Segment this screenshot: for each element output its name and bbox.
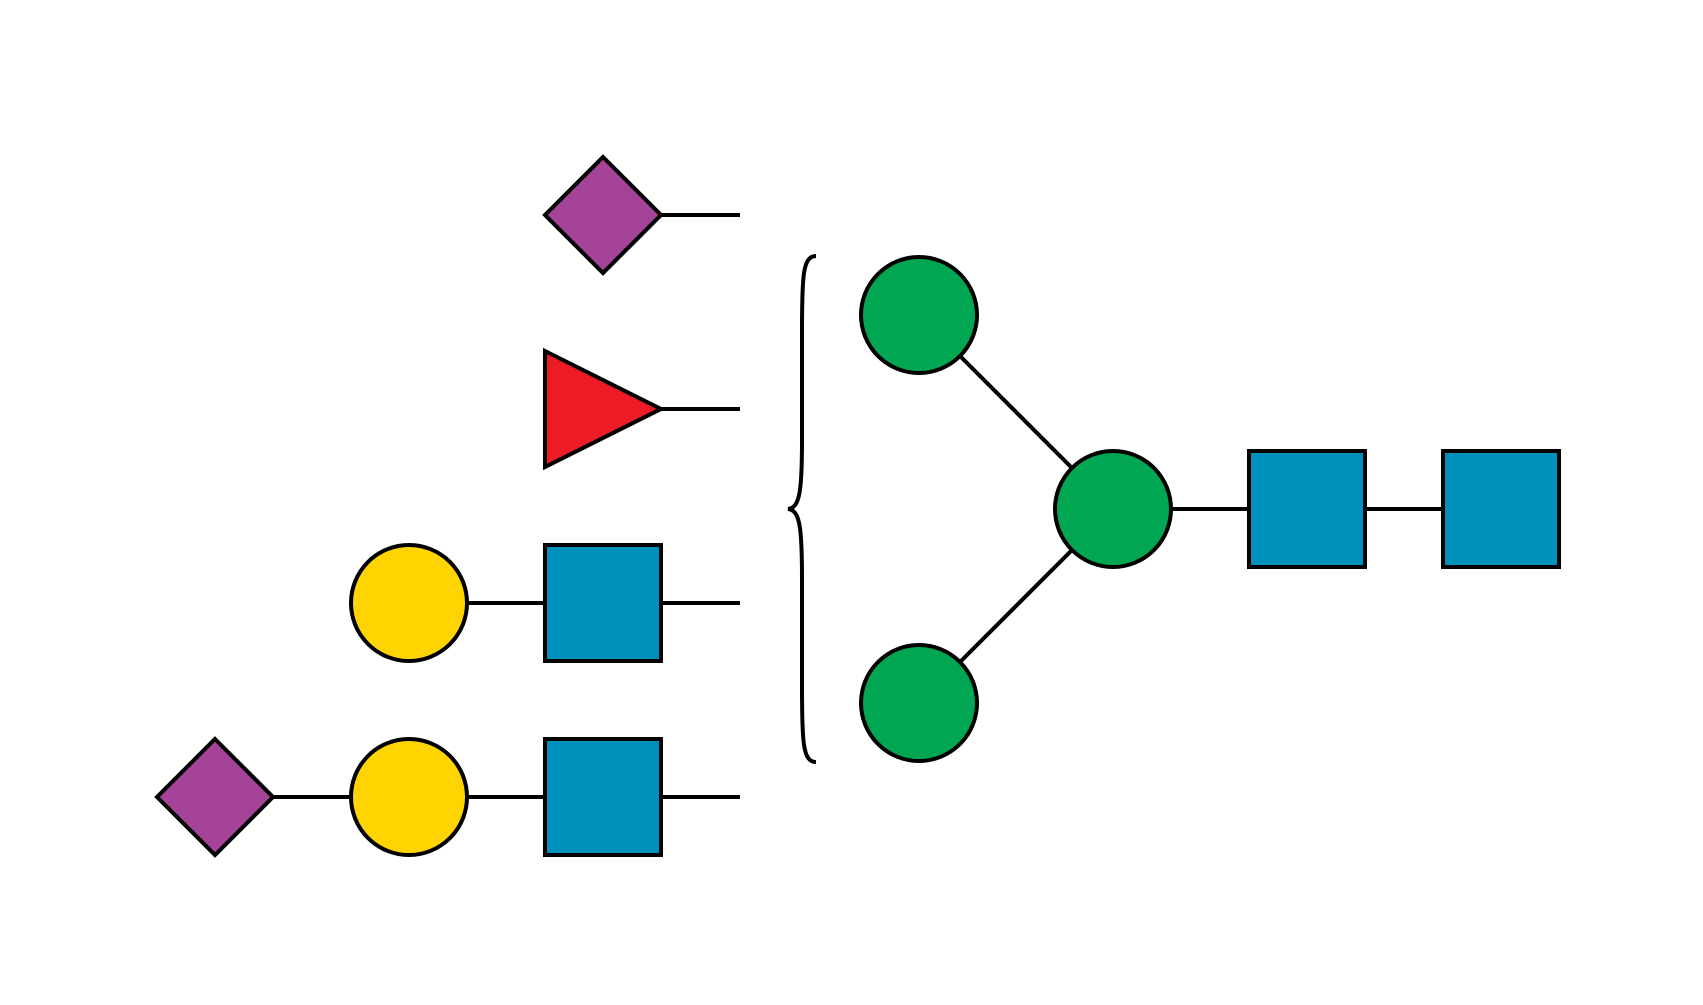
neu5ac-diamond-icon	[542, 154, 664, 276]
fragment-sialyl-galactose-glcnac	[154, 736, 740, 858]
fucose-triangle-icon	[543, 347, 666, 471]
neu5ac-diamond-icon	[154, 736, 276, 858]
attachment-brace	[787, 254, 817, 764]
galactose-circle-icon	[349, 737, 469, 857]
glcnac-square-icon	[543, 737, 663, 857]
glcnac-core-square-icon	[1247, 449, 1367, 569]
mannose-upper-circle-icon	[859, 255, 979, 375]
fragment-fucose	[543, 347, 740, 471]
glcnac-reducing-square-icon	[1441, 449, 1561, 569]
glcnac-square-icon	[543, 543, 663, 663]
fragment-galactose-glcnac	[349, 543, 740, 663]
galactose-circle-icon	[349, 543, 469, 663]
core-structure	[859, 255, 1561, 763]
mannose-center-circle-icon	[1053, 449, 1173, 569]
mannose-lower-circle-icon	[859, 643, 979, 763]
fragment-sialic-acid	[542, 154, 740, 276]
